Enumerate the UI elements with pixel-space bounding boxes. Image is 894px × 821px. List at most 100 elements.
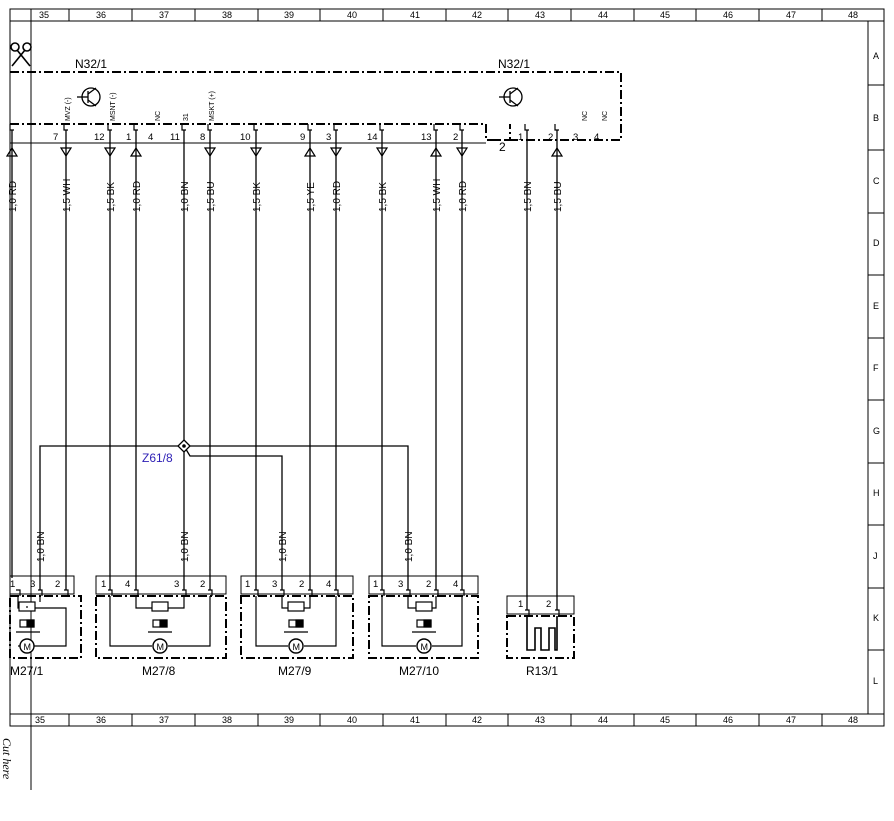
pin-number: 3 (272, 579, 277, 590)
pin-number: 12 (94, 132, 105, 143)
pin-number: 2 (548, 132, 553, 143)
signal-label: NC (155, 111, 162, 121)
wire-label: 1,0 RD (132, 181, 143, 212)
pin-number: 3 (398, 579, 403, 590)
heater-element-icon (526, 616, 558, 651)
pin-number: 1 (245, 579, 250, 590)
wire-label: 1,5 WH (62, 179, 73, 212)
row-label: B (873, 113, 879, 123)
col-label: 45 (660, 715, 670, 725)
col-label: 48 (848, 715, 858, 725)
component-pins (16, 589, 560, 616)
row-label: L (873, 676, 878, 686)
wire-label: 1,0 BN (180, 531, 191, 562)
pin-number: 2 (499, 140, 506, 154)
wire-label: 1,5 YE (306, 182, 317, 212)
signal-labels: MVZ (-) MSNT (-) NC 31 MSKT (+) NC NC (65, 91, 609, 121)
motor-letter: M (157, 642, 165, 652)
pin-number: 2 (200, 579, 205, 590)
col-label: 39 (284, 10, 294, 20)
col-label: 47 (786, 715, 796, 725)
col-label: 35 (39, 10, 49, 20)
col-label: 40 (347, 10, 357, 20)
row-label: G (873, 426, 880, 436)
row-label: K (873, 613, 879, 623)
pin-number: 10 (240, 132, 251, 143)
module-pins (9, 124, 559, 131)
col-label: 47 (786, 10, 796, 20)
col-label: 36 (96, 715, 106, 725)
pin-number: 4 (326, 579, 331, 590)
col-label: 43 (535, 715, 545, 725)
component-label: M27/10 (399, 664, 439, 678)
col-label: 42 (472, 715, 482, 725)
col-label: 46 (723, 715, 733, 725)
wire-direction-arrows (5, 146, 564, 158)
wire-label: 1,5 BU (206, 181, 217, 212)
wires (11, 130, 558, 610)
pin-number: 8 (200, 132, 205, 143)
component-connectors (9, 575, 575, 615)
col-label: 35 (35, 715, 45, 725)
signal-label: MSKT (+) (209, 91, 216, 121)
motor-icon: M (416, 638, 432, 654)
motor-m27-9-internals (255, 596, 337, 647)
col-label: 37 (159, 715, 169, 725)
wire-labels-bottom: 1,0 BN 1,0 BN 1,0 BN 1,0 BN (36, 531, 415, 562)
pin-number: 4 (148, 132, 153, 143)
pin-number: 4 (453, 579, 458, 590)
row-label: H (873, 488, 880, 498)
signal-label: MSNT (-) (110, 92, 117, 121)
cut-here-label: Cut here (0, 738, 14, 780)
pin-number: 3 (30, 579, 35, 590)
motor-icon: M (152, 638, 168, 654)
col-label: 41 (410, 10, 420, 20)
pin-number: 3 (326, 132, 331, 143)
col-label: 38 (222, 715, 232, 725)
column-labels-bottom: 35 36 37 38 39 40 41 42 43 44 45 46 47 4… (35, 715, 858, 725)
component-pin-numbers: 1 3 2 1 4 3 2 1 3 2 4 1 3 2 4 1 2 (10, 579, 551, 610)
pin-number: 1 (518, 132, 523, 143)
row-label: C (873, 176, 880, 186)
pin-number: 4 (125, 579, 130, 590)
col-label: 41 (410, 715, 420, 725)
pin-number: 2 (453, 132, 458, 143)
pin-number: 2 (546, 599, 551, 610)
col-label: 44 (598, 10, 608, 20)
wire-label: 1,0 BN (36, 531, 47, 562)
motor-icon: M (288, 638, 304, 654)
wire-label: 1,5 BK (106, 182, 117, 212)
component-label: M27/9 (278, 664, 312, 678)
col-label: 43 (535, 10, 545, 20)
col-label: 36 (96, 10, 106, 20)
wire-label: 1,0 RD (458, 181, 469, 212)
pin-number: 1 (518, 599, 523, 610)
wire-label: 1,0 BN (180, 181, 191, 212)
transistor-icon (77, 87, 101, 107)
wire-label: 1,5 WH (432, 179, 443, 212)
component-labels: M27/1 M27/8 M27/9 M27/10 R13/1 (10, 664, 558, 678)
wire-label: 1,5 BN (523, 181, 534, 212)
motor-letter: M (24, 642, 32, 652)
column-labels-top: 35 36 37 38 39 40 41 42 43 44 45 46 47 4… (39, 10, 858, 20)
wire-label: 1,0 BN (278, 531, 289, 562)
component-enclosures (9, 595, 575, 659)
module-n32-1 (10, 71, 622, 141)
col-label: 39 (284, 715, 294, 725)
splice-icon (177, 439, 191, 453)
transistor-icon (499, 87, 523, 107)
col-label: 37 (159, 10, 169, 20)
col-label: 42 (472, 10, 482, 20)
pin-number: 9 (300, 132, 305, 143)
col-label: 46 (723, 10, 733, 20)
col-label: 38 (222, 10, 232, 20)
scissors-icon (10, 42, 32, 67)
module-label-left: N32/1 (75, 57, 107, 71)
motor-m27-8-internals (109, 596, 211, 647)
col-label: 45 (660, 10, 670, 20)
motor-letter: M (421, 642, 429, 652)
row-label: D (873, 238, 880, 248)
col-label: 44 (598, 715, 608, 725)
pin-number: 14 (367, 132, 378, 143)
signal-label: NC (582, 111, 589, 121)
